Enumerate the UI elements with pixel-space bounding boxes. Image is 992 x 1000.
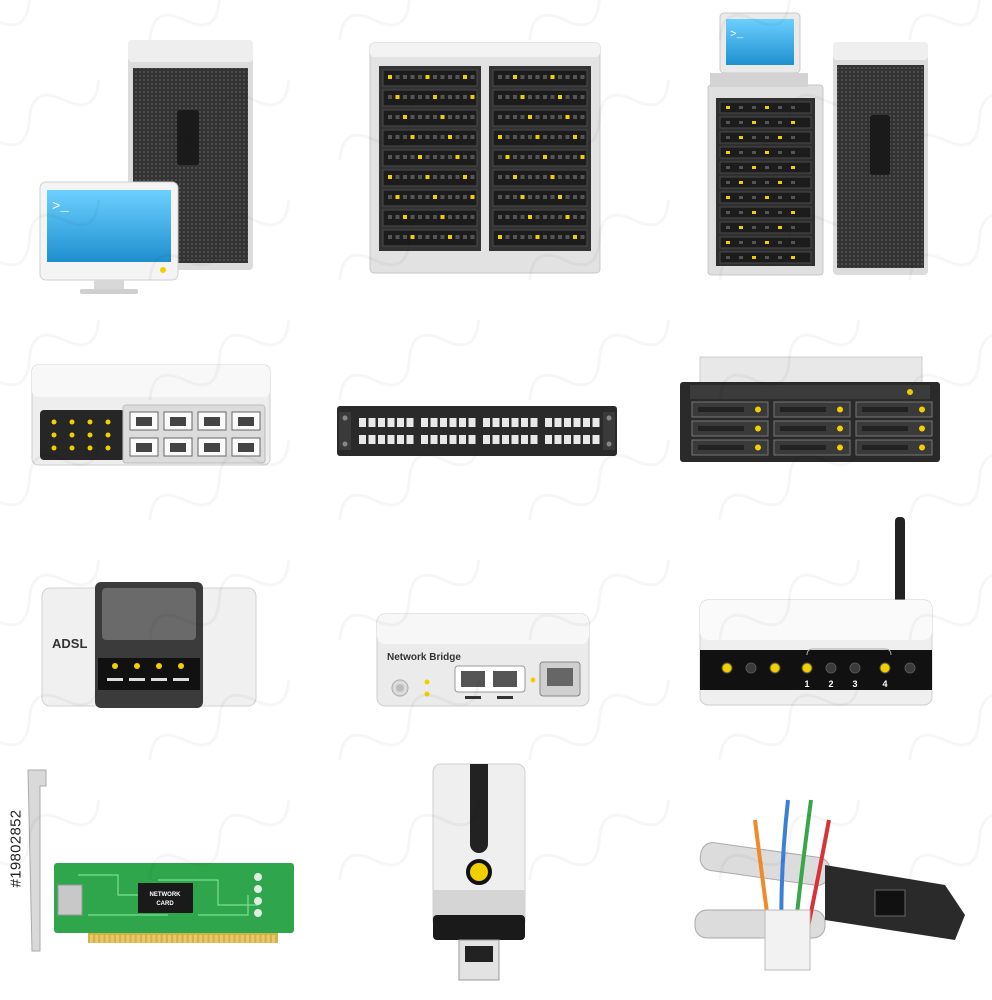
storage-server-icon xyxy=(680,352,940,467)
server-cluster-icon: >_ xyxy=(700,10,940,280)
workstation-icon: >_ xyxy=(30,30,270,300)
port-number-3: 3 xyxy=(852,679,857,689)
port-number-2: 2 xyxy=(828,679,833,689)
adsl-label: ADSL xyxy=(52,636,87,651)
cable-crimper-icon xyxy=(694,770,975,980)
usb-modem-icon xyxy=(425,760,535,990)
card-text-2: CARD xyxy=(156,901,174,907)
card-text-1: NETWORK xyxy=(150,892,182,898)
network-switch-icon xyxy=(30,360,275,470)
network-bridge-icon: Network Bridge xyxy=(375,610,595,710)
stock-id-text: #19802852 xyxy=(7,809,25,888)
patch-panel-icon xyxy=(337,400,617,460)
port-number-4: 4 xyxy=(882,679,887,689)
svg-text:>_: >_ xyxy=(52,199,69,215)
port-number-1: 1 xyxy=(804,679,809,689)
wireless-router-icon: 1 2 3 4 xyxy=(695,515,940,710)
network-bridge-label: Network Bridge xyxy=(387,652,461,663)
server-rack-icon xyxy=(365,38,605,278)
adsl-modem-icon: ADSL xyxy=(40,580,260,710)
svg-text:>_: >_ xyxy=(730,29,744,41)
stock-id: #19802852 xyxy=(4,780,30,920)
network-card-icon: NETWORK CARD xyxy=(18,765,298,955)
